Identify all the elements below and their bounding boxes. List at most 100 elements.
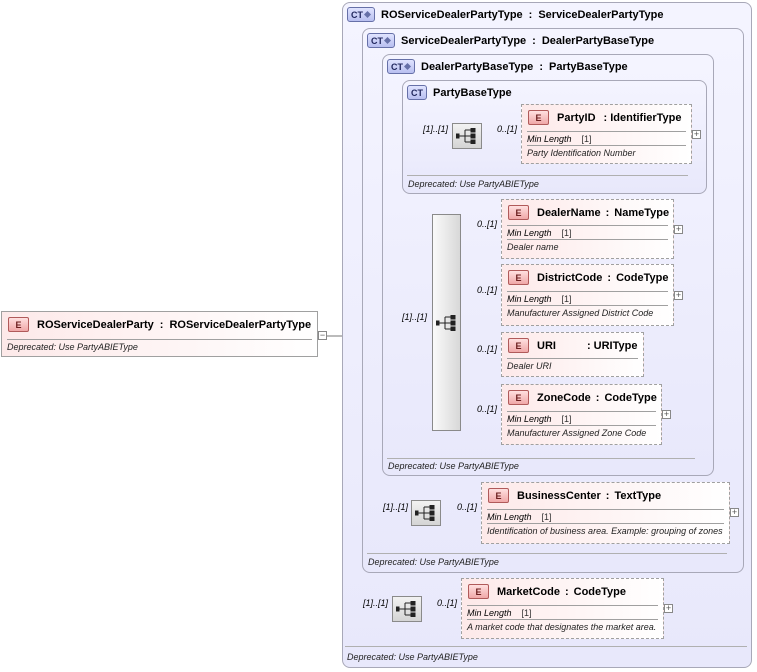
service-ct-base: DealerPartyBaseType (541, 34, 655, 47)
element-doc: Manufacturer Assigned Zone Code (507, 428, 647, 438)
facet-label: Min Length (467, 608, 512, 618)
divider (507, 358, 638, 359)
dealer-ct-base: PartyBaseType (548, 60, 628, 73)
service-ct-header: CT ServiceDealerPartyType : DealerPartyB… (367, 33, 654, 48)
plus-expand-icon[interactable]: + (730, 507, 739, 517)
type-separator: : (605, 489, 610, 502)
facet-label: Min Length (507, 294, 552, 304)
cardinality-label: [1]..[1] (363, 598, 389, 608)
element-party-id[interactable]: E PartyID :IdentifierType Min Length[1] … (521, 104, 692, 164)
sequence-compositor-icon (415, 505, 435, 521)
facet-row: Min Length[1] (507, 228, 572, 238)
plus-expand-icon[interactable]: + (664, 603, 673, 613)
element-business-center[interactable]: E BusinessCenter:TextType Min Length[1] … (481, 482, 730, 544)
element-type: IdentifierType (610, 111, 682, 124)
element-icon: E (508, 338, 529, 353)
element-type: NameType (614, 206, 670, 219)
facet-row: Min Length [1] (467, 608, 532, 618)
element-name: ZoneCode (537, 391, 591, 404)
element-dealer-name[interactable]: E DealerName:NameType Min Length[1] Deal… (501, 199, 674, 259)
divider (467, 619, 658, 620)
outer-ct-doc: Deprecated: Use PartyABIEType (347, 652, 478, 662)
plus-expand-icon[interactable]: + (674, 290, 683, 300)
element-name: DealerName (537, 206, 601, 219)
root-element-header: E ROServiceDealerParty : ROServiceDealer… (8, 317, 311, 332)
outer-ct-header: CT ROServiceDealerPartyType : ServiceDea… (347, 7, 663, 22)
element-market-code[interactable]: E MarketCode:CodeType Min Length[1] A ma… (461, 578, 664, 639)
divider (367, 553, 727, 554)
element-doc: Manufacturer Assigned District Code (507, 308, 654, 318)
root-element-box[interactable]: E ROServiceDealerParty : ROServiceDealer… (1, 311, 318, 357)
divider (7, 339, 312, 340)
party-ct-header: CT PartyBaseType (407, 85, 512, 100)
element-header: E DistrictCode:CodeType (508, 270, 668, 285)
divider (467, 605, 658, 606)
plus-expand-icon[interactable]: + (674, 224, 683, 234)
cardinality-label: 0..[1] (497, 124, 518, 134)
divider (507, 225, 668, 226)
cardinality-label: 0..[1] (477, 344, 498, 354)
facet-row: Min Length[1] (507, 414, 572, 424)
element-uri[interactable]: E URI :URIType Dealer URI (501, 332, 644, 377)
element-name: DistrictCode (537, 271, 603, 284)
facet-label: Min Length (507, 414, 552, 424)
element-type: CodeType (604, 391, 657, 404)
element-name: BusinessCenter (517, 489, 601, 502)
element-zone-code[interactable]: E ZoneCode:CodeType Min Length[1] Manufa… (501, 384, 662, 445)
dealer-ct-header: CT DealerPartyBaseType : PartyBaseType (387, 59, 628, 74)
cardinality-label: 0..[1] (477, 404, 498, 414)
plus-expand-icon[interactable]: + (692, 129, 701, 139)
element-doc: A market code that designates the market… (467, 622, 657, 632)
divider (507, 291, 668, 292)
sequence-compositor-dealer[interactable] (432, 214, 461, 431)
element-header: E URI :URIType (508, 338, 637, 353)
facet-value: [1] (521, 608, 532, 618)
facet-value: [1] (561, 294, 572, 304)
element-name: MarketCode (497, 585, 560, 598)
divider (487, 509, 724, 510)
element-icon: E (528, 110, 549, 125)
complex-type-icon: CT (407, 85, 427, 100)
element-type: TextType (614, 489, 662, 502)
sequence-compositor-party[interactable] (452, 123, 482, 149)
sequence-compositor-icon (396, 601, 416, 617)
element-icon: E (468, 584, 489, 599)
root-element-type: ROServiceDealerPartyType (169, 318, 312, 331)
facet-row: Min Length [1] (507, 294, 572, 304)
element-doc: Dealer URI (507, 361, 552, 371)
sequence-compositor-icon (456, 128, 476, 144)
complex-type-icon: CT (387, 59, 415, 74)
element-header: E DealerName:NameType (508, 205, 669, 220)
complex-type-icon: CT (347, 7, 375, 22)
element-type: CodeType (616, 271, 669, 284)
element-name: PartyID (557, 111, 596, 124)
cardinality-label: [1]..[1] (423, 124, 449, 134)
element-doc: Party Identification Number (527, 148, 636, 158)
plus-expand-icon[interactable]: + (662, 409, 671, 419)
cardinality-label: [1]..[1] (402, 312, 428, 322)
type-separator: : (595, 391, 600, 404)
facet-label: Min Length (487, 512, 532, 522)
element-icon: E (8, 317, 29, 332)
element-icon: E (508, 205, 529, 220)
divider (507, 411, 656, 412)
type-separator: : (603, 111, 608, 124)
element-district-code[interactable]: E DistrictCode:CodeType Min Length [1] Ma… (501, 264, 674, 326)
dealer-ct-doc: Deprecated: Use PartyABIEType (388, 461, 519, 471)
service-ct-name: ServiceDealerPartyType (401, 34, 527, 47)
sequence-compositor-market[interactable] (392, 596, 422, 622)
divider (387, 458, 695, 459)
facet-label: Min Length (527, 134, 572, 144)
cardinality-label: 0..[1] (477, 219, 498, 229)
element-doc: Dealer name (507, 242, 559, 252)
divider (487, 523, 724, 524)
complex-type-icon: CT (367, 33, 395, 48)
divider (507, 305, 668, 306)
element-header: E BusinessCenter:TextType (488, 488, 661, 503)
plus-expand-icon[interactable]: − (318, 330, 327, 340)
facet-label: Min Length (507, 228, 552, 238)
sequence-compositor-icon (435, 315, 455, 331)
divider (507, 425, 656, 426)
sequence-compositor-business[interactable] (411, 500, 441, 526)
type-separator: : (528, 8, 533, 21)
